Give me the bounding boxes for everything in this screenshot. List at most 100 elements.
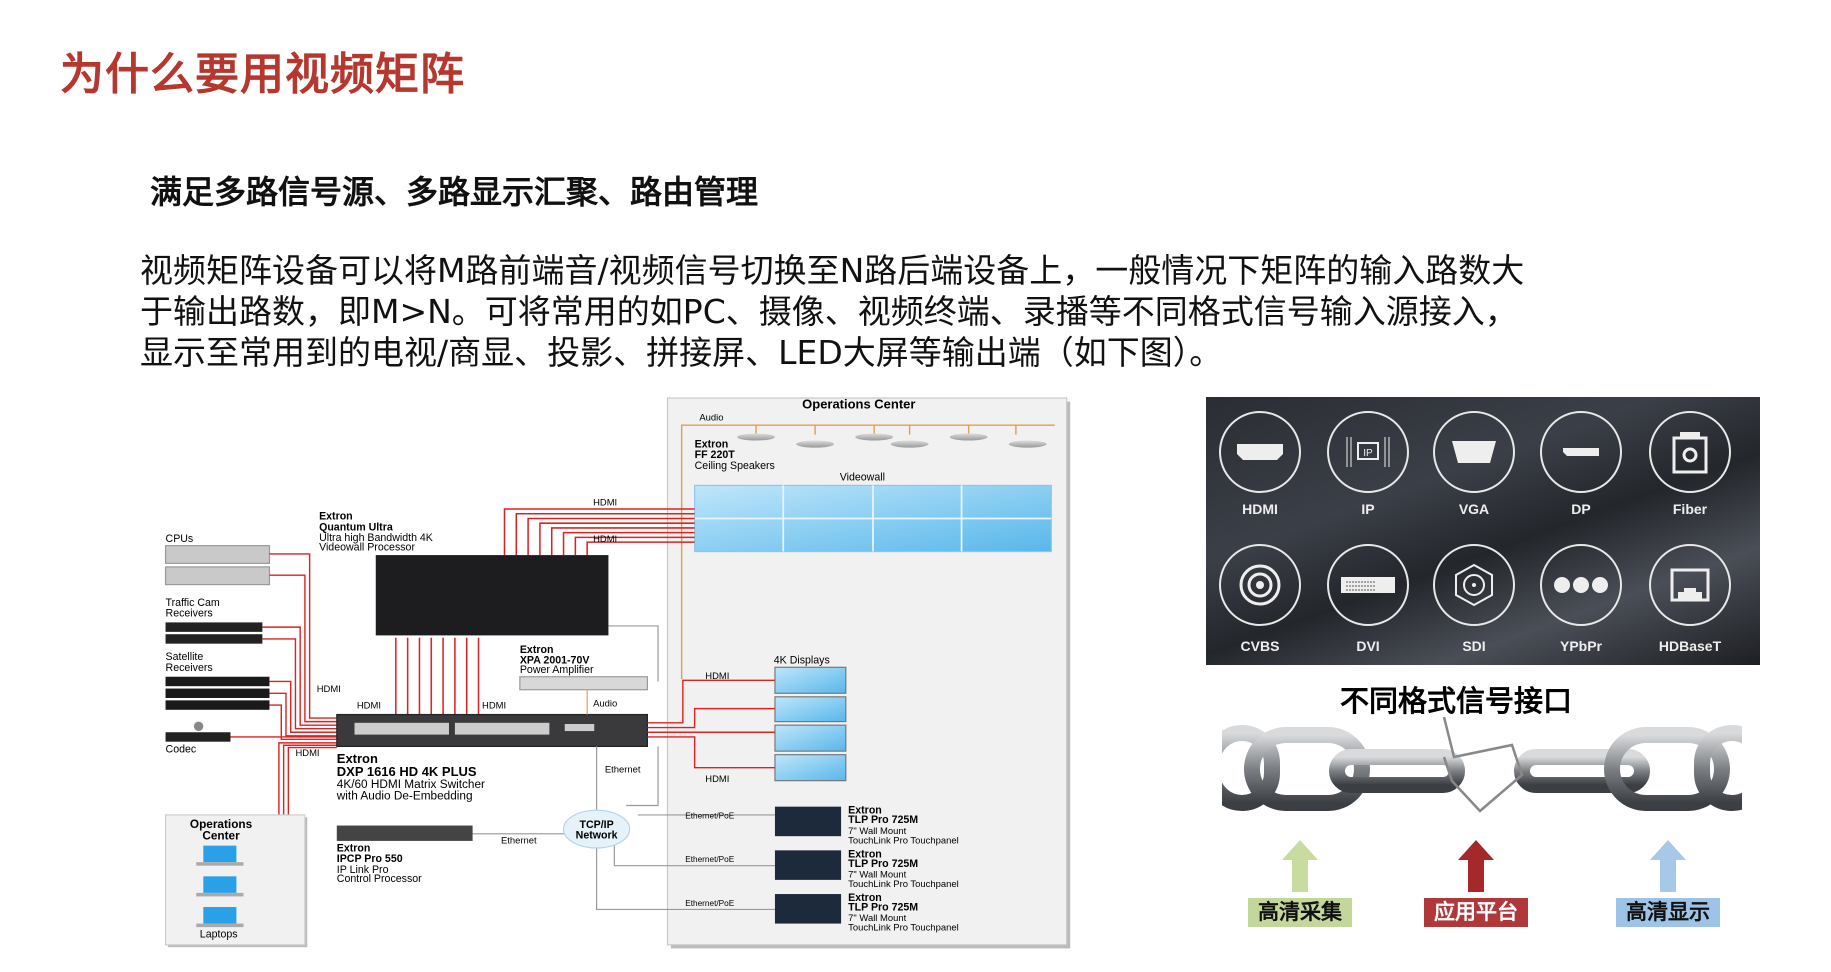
xpa-model: XPA 2001-70V (520, 655, 590, 667)
fiber-icon (1649, 411, 1731, 493)
vga-icon (1433, 411, 1515, 493)
hdmi-label: HDMI (295, 748, 319, 759)
tlp-desc: 7" Wall Mount (848, 826, 906, 837)
ipcp-device (336, 825, 473, 841)
source-hdmi-links (230, 553, 337, 918)
switcher-buttons (354, 722, 595, 735)
eth-poe-label: Ethernet/PoE (685, 855, 735, 864)
dxp-matrix-switcher (336, 713, 648, 748)
hdmi-label: HDMI (593, 497, 617, 508)
hdmi-icon (1219, 411, 1301, 493)
codec-device (165, 721, 231, 742)
subtitle: 满足多路信号源、多路显示汇聚、路由管理 (150, 173, 759, 211)
ethernet-links (472, 746, 775, 910)
ops-center-title: Operations Center (802, 397, 915, 412)
cpu-devices (164, 545, 271, 586)
xpa-brand: Extron (520, 644, 554, 656)
capture-label: 高清采集 (1248, 898, 1352, 927)
tcpip-label: TCP/IP (580, 819, 614, 831)
ipcp-model: IPCP Pro 550 (337, 853, 403, 865)
displays-label: 4K Displays (774, 655, 830, 667)
description-paragraph: 视频矩阵设备可以将M路前端音/视频信号切换至N路后端设备上，一般情况下矩阵的输入… (140, 250, 1524, 373)
ff-model: FF 220T (695, 449, 736, 461)
tlp-brand: Extron (848, 848, 882, 860)
tlp-desc: TouchLink Pro Touchpanel (848, 835, 959, 846)
interface-label: YPbPr (1559, 638, 1602, 654)
laptops-label: Laptops (200, 929, 238, 941)
tcpip-cloud (562, 809, 631, 849)
ip-icon: IP (1327, 411, 1409, 493)
satellite-receivers (165, 676, 270, 710)
page-title: 为什么要用视频矩阵 (60, 49, 465, 100)
tlp-brand: Extron (848, 805, 882, 817)
chain-arrows (1282, 840, 1686, 892)
processor-amp-link (608, 625, 659, 682)
hdmi-label: HDMI (705, 774, 729, 785)
videowall (694, 484, 1052, 553)
quantum-desc: Videowall Processor (319, 541, 415, 553)
codec-label: Codec (166, 743, 197, 755)
display-arrow-icon (1650, 840, 1686, 892)
traffic-label: Traffic Cam (166, 597, 220, 609)
ff-desc: Ceiling Speakers (695, 460, 775, 472)
interfaces-caption: 不同格式信号接口 (1339, 684, 1572, 718)
hdmi-label: HDMI (593, 534, 617, 545)
interface-label: IP (1361, 501, 1375, 517)
paragraph-line: 视频矩阵设备可以将M路前端音/视频信号切换至N路后端设备上，一般情况下矩阵的输入… (140, 251, 1525, 290)
interface-icons-panel: HDMI IP IP VGA DP Fiber CVBS DVI SDI YPb… (1206, 397, 1760, 665)
dxp-desc: 4K/60 HDMI Matrix Switcher (337, 777, 485, 791)
interface-label: DP (1571, 501, 1591, 517)
ipcp-brand: Extron (337, 843, 371, 855)
touchpanel: Ethernet/PoE Extron TLP Pro 725M 7" Wall… (685, 848, 959, 890)
display-hdmi-links (647, 679, 775, 769)
tlp-model: TLP Pro 725M (848, 858, 918, 870)
eth-poe-label: Ethernet/PoE (685, 899, 735, 908)
ipcp-desc: IP Link Pro (337, 864, 389, 876)
interface-label: HDBaseT (1658, 638, 1722, 654)
tlp-desc: TouchLink Pro Touchpanel (848, 879, 959, 890)
laptop-panel (164, 814, 306, 946)
platform-label: 应用平台 (1424, 898, 1528, 927)
laptop-panel-shadow (167, 817, 308, 948)
displayport-icon (1540, 411, 1622, 493)
display-label: 高清显示 (1616, 898, 1720, 927)
quantum-model: Quantum Ultra (319, 521, 393, 533)
dxp-model: DXP 1616 HD 4K PLUS (337, 764, 477, 779)
satellite-label: Satellite (166, 651, 204, 663)
satellite-label: Receivers (166, 662, 213, 674)
capture-arrow-icon (1282, 840, 1318, 892)
platform-arrow-icon (1458, 840, 1494, 892)
xpa-desc: Power Amplifier (520, 664, 594, 676)
tlp-brand: Extron (848, 892, 882, 904)
paragraph-line: 显示至常用到的电视/商显、投影、拼接屏、LED大屏等输出端（如下图）。 (140, 333, 1223, 372)
interface-label: Fiber (1672, 501, 1708, 517)
interface-label: SDI (1462, 638, 1486, 654)
dxp-brand: Extron (337, 751, 378, 766)
ethernet-label: Ethernet (605, 764, 641, 775)
hdmi-videowall-links (395, 508, 695, 715)
quantum-ultra-device (375, 555, 609, 636)
cpus-label: CPUs (166, 533, 194, 545)
videowall-label: Videowall (840, 472, 885, 484)
tlp-desc: 7" Wall Mount (848, 870, 906, 881)
svg-text:IP: IP (1363, 448, 1373, 459)
hdmi-label: HDMI (482, 701, 506, 712)
ypbpr-icon (1540, 544, 1622, 626)
hdmi-label: HDMI (705, 671, 729, 682)
wire-link (1442, 716, 1524, 813)
audio-label: Audio (699, 412, 723, 423)
interface-label: DVI (1356, 638, 1380, 654)
ops-small-label: Operations (190, 817, 253, 831)
tlp-model: TLP Pro 725M (848, 902, 918, 914)
eth-poe-label: Ethernet/PoE (685, 811, 735, 820)
dvi-icon (1327, 544, 1409, 626)
traffic-label: Receivers (166, 608, 213, 620)
interface-label: HDMI (1242, 501, 1278, 517)
audio-label: Audio (593, 698, 617, 709)
cvbs-icon (1219, 544, 1301, 626)
hdmi-label: HDMI (317, 684, 341, 695)
quantum-desc: Ultra high Bandwidth 4K (319, 532, 433, 544)
quantum-brand: Extron (319, 511, 353, 523)
4k-displays (774, 666, 847, 782)
ipcp-desc: Control Processor (337, 873, 422, 885)
